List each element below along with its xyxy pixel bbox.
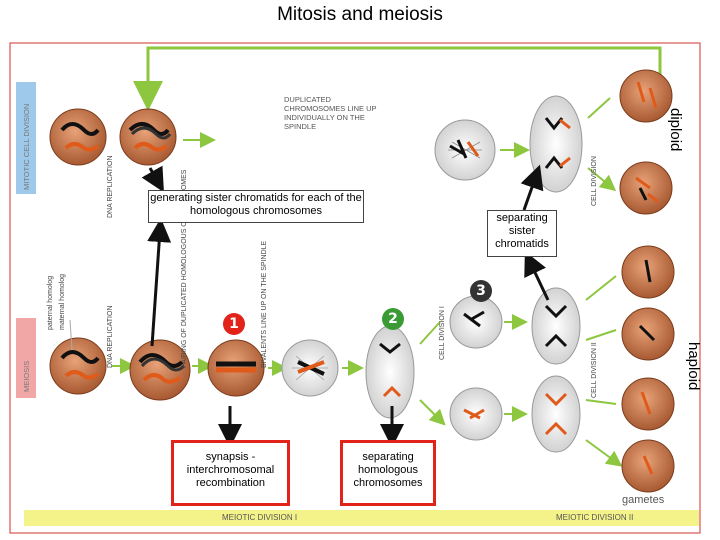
cell <box>49 108 107 166</box>
step-badge-1: 1 <box>223 313 245 335</box>
meiosis-band <box>16 318 36 398</box>
label-paternal: paternal homolog <box>47 276 54 330</box>
label-cell-div-ii: CELL DIVISION II <box>591 342 598 398</box>
haploid-label: haploid <box>685 342 702 391</box>
label-mitotic: MITOTIC CELL DIVISION <box>22 104 31 190</box>
diploid-label: diploid <box>667 108 684 152</box>
label-cell-div: CELL DIVISION <box>591 156 598 206</box>
separating-homologous-callout: separating homologous chromosomes <box>340 440 436 506</box>
cell <box>529 95 583 193</box>
footer-band <box>24 510 699 526</box>
separating-sister-callout: separating sister chromatids <box>487 210 557 257</box>
label-maternal: maternal homolog <box>59 274 66 330</box>
cell <box>129 339 191 401</box>
label-cell-div-i: CELL DIVISION I <box>439 306 446 360</box>
sister-callout: generating sister chromatids for each of… <box>148 190 364 223</box>
label-meiosis: MEIOSIS <box>22 361 31 392</box>
mitotic-row <box>49 69 673 215</box>
dup-line-up-caption: DUPLICATED CHROMOSOMES LINE UP INDIVIDUA… <box>284 95 377 131</box>
meiotic-div-2-label: MEIOTIC DIVISION II <box>556 513 634 522</box>
label-bivalents: BIVALENTS LINE UP ON THE SPINDLE <box>261 240 268 368</box>
label-dna-rep-2: DNA REPLICATION <box>107 306 114 369</box>
meiosis-row <box>49 245 675 493</box>
synapsis-callout: synapsis - interchromosomal recombinatio… <box>171 440 290 506</box>
loop-arrow <box>133 46 662 111</box>
cell <box>619 161 673 215</box>
cell <box>49 337 107 395</box>
page-title: Mitosis and meiosis <box>277 4 443 25</box>
cell <box>619 69 673 123</box>
mitotic-band <box>16 82 36 194</box>
cell <box>531 375 581 453</box>
step-badge-2: 2 <box>382 308 404 330</box>
cell <box>119 108 177 166</box>
cell <box>531 287 581 365</box>
cell <box>621 377 675 431</box>
gametes-label: gametes <box>622 494 665 506</box>
label-dna-rep-1: DNA REPLICATION <box>107 156 114 219</box>
label-pairing: PAIRING OF DUPLICATED HOMOLOGOUS CHROMOS… <box>181 169 188 368</box>
meiotic-div-1-label: MEIOTIC DIVISION I <box>222 513 298 522</box>
step-badge-3: 3 <box>470 280 492 302</box>
cell <box>365 325 415 419</box>
